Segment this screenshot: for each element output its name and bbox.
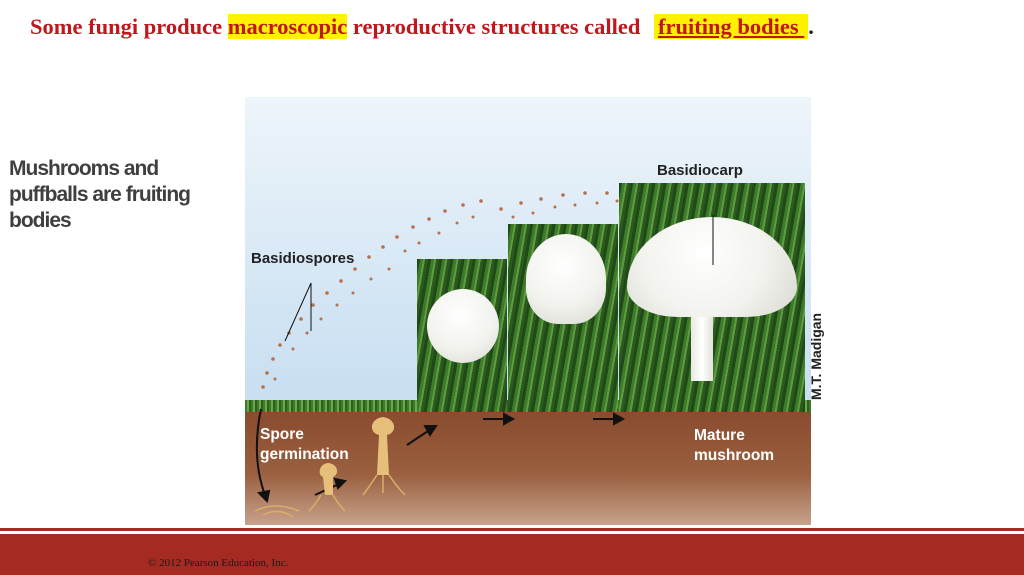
label-mature-mushroom-line-1: Mature: [694, 427, 745, 444]
label-spore-germination-line-1: Spore: [260, 426, 304, 443]
mature-mushroom-photo: [619, 183, 805, 412]
label-mature-mushroom-line-2: mushroom: [694, 447, 775, 464]
spore-trail: [261, 191, 619, 389]
copyright-notice: © 2012 Pearson Education, Inc.: [148, 557, 289, 569]
title-blank-answer: fruiting bodies: [654, 14, 809, 39]
growth-arrows: [254, 215, 714, 518]
photo-credit: M.T. Madigan: [808, 312, 824, 400]
label-mature-mushroom: Mature mushroom: [694, 426, 774, 466]
puffball-photo: [417, 259, 507, 412]
footer-rule: [0, 528, 1024, 531]
side-text: Mushrooms and puffballs are fruiting bod…: [9, 157, 191, 232]
soil-layer: [245, 412, 811, 525]
mature-mushroom-stem: [691, 301, 713, 381]
slide-title: Some fungi produce macroscopic reproduct…: [30, 14, 814, 40]
puffball-cap: [427, 289, 499, 363]
label-spore-germination-line-2: germination: [260, 446, 349, 463]
young-mushroom-photo: [508, 224, 618, 412]
title-highlight-macroscopic: macroscopic: [227, 14, 348, 39]
title-part-1: Some fungi produce: [30, 14, 228, 39]
label-spore-germination: Spore germination: [260, 425, 349, 465]
label-basidiospores: Basidiospores: [251, 250, 355, 267]
footer-bar: [0, 534, 1024, 575]
label-basidiocarp: Basidiocarp: [657, 162, 743, 179]
title-period: .: [808, 14, 814, 39]
title-part-2: reproductive structures called: [347, 14, 647, 39]
mushroom-life-cycle-figure: Basidiocarp Basidiospores Spore germinat…: [245, 97, 811, 525]
young-mushroom-cap: [526, 234, 606, 324]
